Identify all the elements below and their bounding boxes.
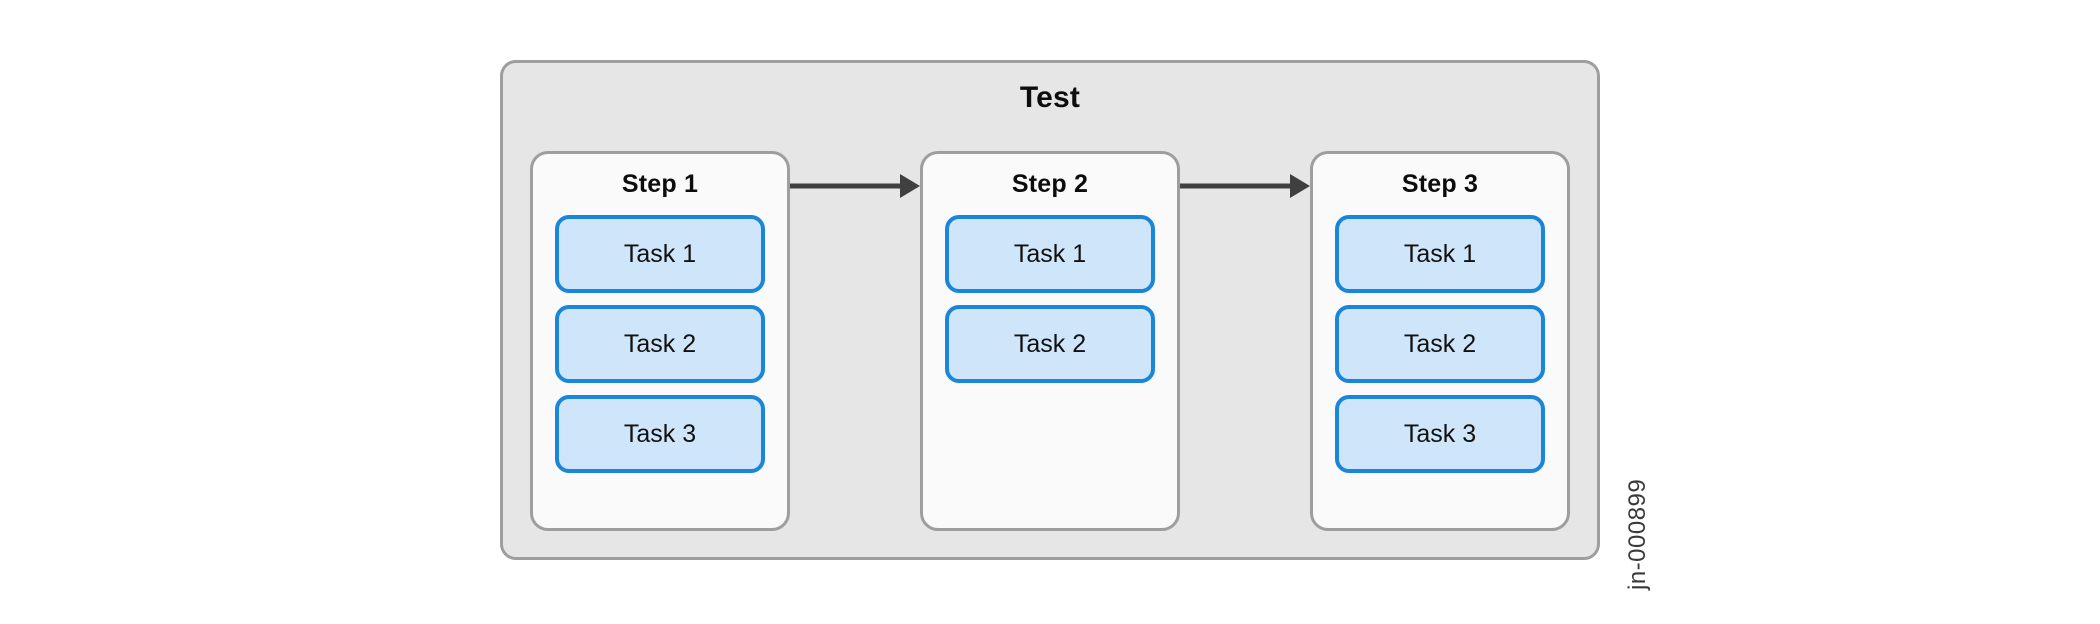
task-box-3-3[interactable]: Task 3 xyxy=(1335,395,1545,473)
step-title-2: Step 2 xyxy=(1011,170,1089,198)
task-box-2-2[interactable]: Task 2 xyxy=(945,305,1155,383)
task-box-1-2[interactable]: Task 2 xyxy=(555,305,765,383)
step-title-1: Step 1 xyxy=(621,170,699,198)
connector-step2-step3 xyxy=(1180,151,1310,531)
connector-step1-step2 xyxy=(790,151,920,531)
step-box-1[interactable]: Step 1 Task 1 Task 2 Task 3 xyxy=(530,151,790,531)
group-title: Test xyxy=(1019,81,1081,114)
task-box-3-2[interactable]: Task 2 xyxy=(1335,305,1545,383)
steps-row: Step 1 Task 1 Task 2 Task 3 Step 2 Task … xyxy=(503,151,1597,531)
task-box-1-1[interactable]: Task 1 xyxy=(555,215,765,293)
arrow-right-icon xyxy=(1180,174,1310,198)
step-box-3[interactable]: Step 3 Task 1 Task 2 Task 3 xyxy=(1310,151,1570,531)
task-list-1: Task 1 Task 2 Task 3 xyxy=(555,215,765,473)
step-box-2[interactable]: Step 2 Task 1 Task 2 xyxy=(920,151,1180,531)
watermark-label: jn-000899 xyxy=(1624,478,1651,590)
arrow-right-icon xyxy=(790,174,920,198)
task-list-3: Task 1 Task 2 Task 3 xyxy=(1335,215,1545,473)
task-box-1-3[interactable]: Task 3 xyxy=(555,395,765,473)
step-title-3: Step 3 xyxy=(1401,170,1479,198)
task-box-2-1[interactable]: Task 1 xyxy=(945,215,1155,293)
group-container-test: Test Step 1 Task 1 Task 2 Task 3 xyxy=(500,60,1600,560)
task-box-3-1[interactable]: Task 1 xyxy=(1335,215,1545,293)
task-list-2: Task 1 Task 2 xyxy=(945,215,1155,383)
